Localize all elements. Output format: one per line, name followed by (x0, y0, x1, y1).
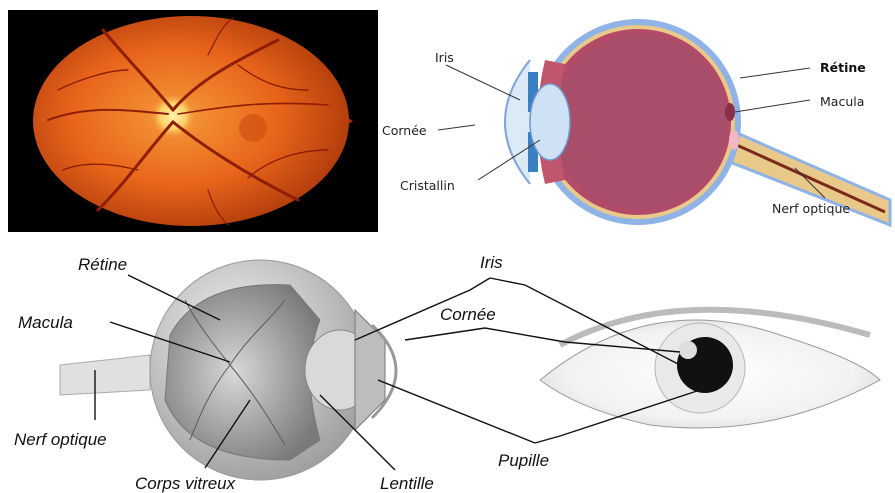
vitreous-body (552, 34, 728, 210)
eye-anatomy-bottom: Rétine Macula Nerf optique Corps vitreux… (0, 240, 895, 493)
label-lentille: Lentille (380, 474, 434, 493)
label-cristallin-top: Cristallin (400, 178, 455, 193)
label-nerf-optique: Nerf optique (14, 430, 107, 449)
iris-ring (355, 310, 385, 430)
fovea (239, 114, 267, 142)
bottom-diagram: Rétine Macula Nerf optique Corps vitreux… (0, 240, 895, 493)
label-retine-top: Rétine (820, 60, 866, 75)
lens-shape (530, 84, 570, 160)
cross-section-diagram: Iris Cornée Cristallin Rétine Macula Ner… (380, 0, 895, 240)
label-cornee: Cornée (440, 305, 496, 324)
label-retine: Rétine (78, 255, 127, 274)
label-nerf-optique-top: Nerf optique (772, 201, 850, 216)
label-pupille: Pupille (498, 451, 549, 470)
label-macula-top: Macula (820, 94, 864, 109)
optic-disc (151, 94, 195, 138)
label-cornee-top: Cornée (382, 123, 427, 138)
label-iris: Iris (480, 253, 503, 272)
fundus-image (8, 10, 378, 232)
eye-cross-section: Iris Cornée Cristallin Rétine Macula Ner… (380, 0, 895, 240)
optic-nerve-stub (60, 355, 150, 395)
cornea-shape (505, 60, 530, 184)
label-corps-vitreux: Corps vitreux (135, 474, 236, 493)
label-macula: Macula (18, 313, 73, 332)
label-iris-top: Iris (435, 50, 454, 65)
fundus-photo (8, 10, 378, 232)
